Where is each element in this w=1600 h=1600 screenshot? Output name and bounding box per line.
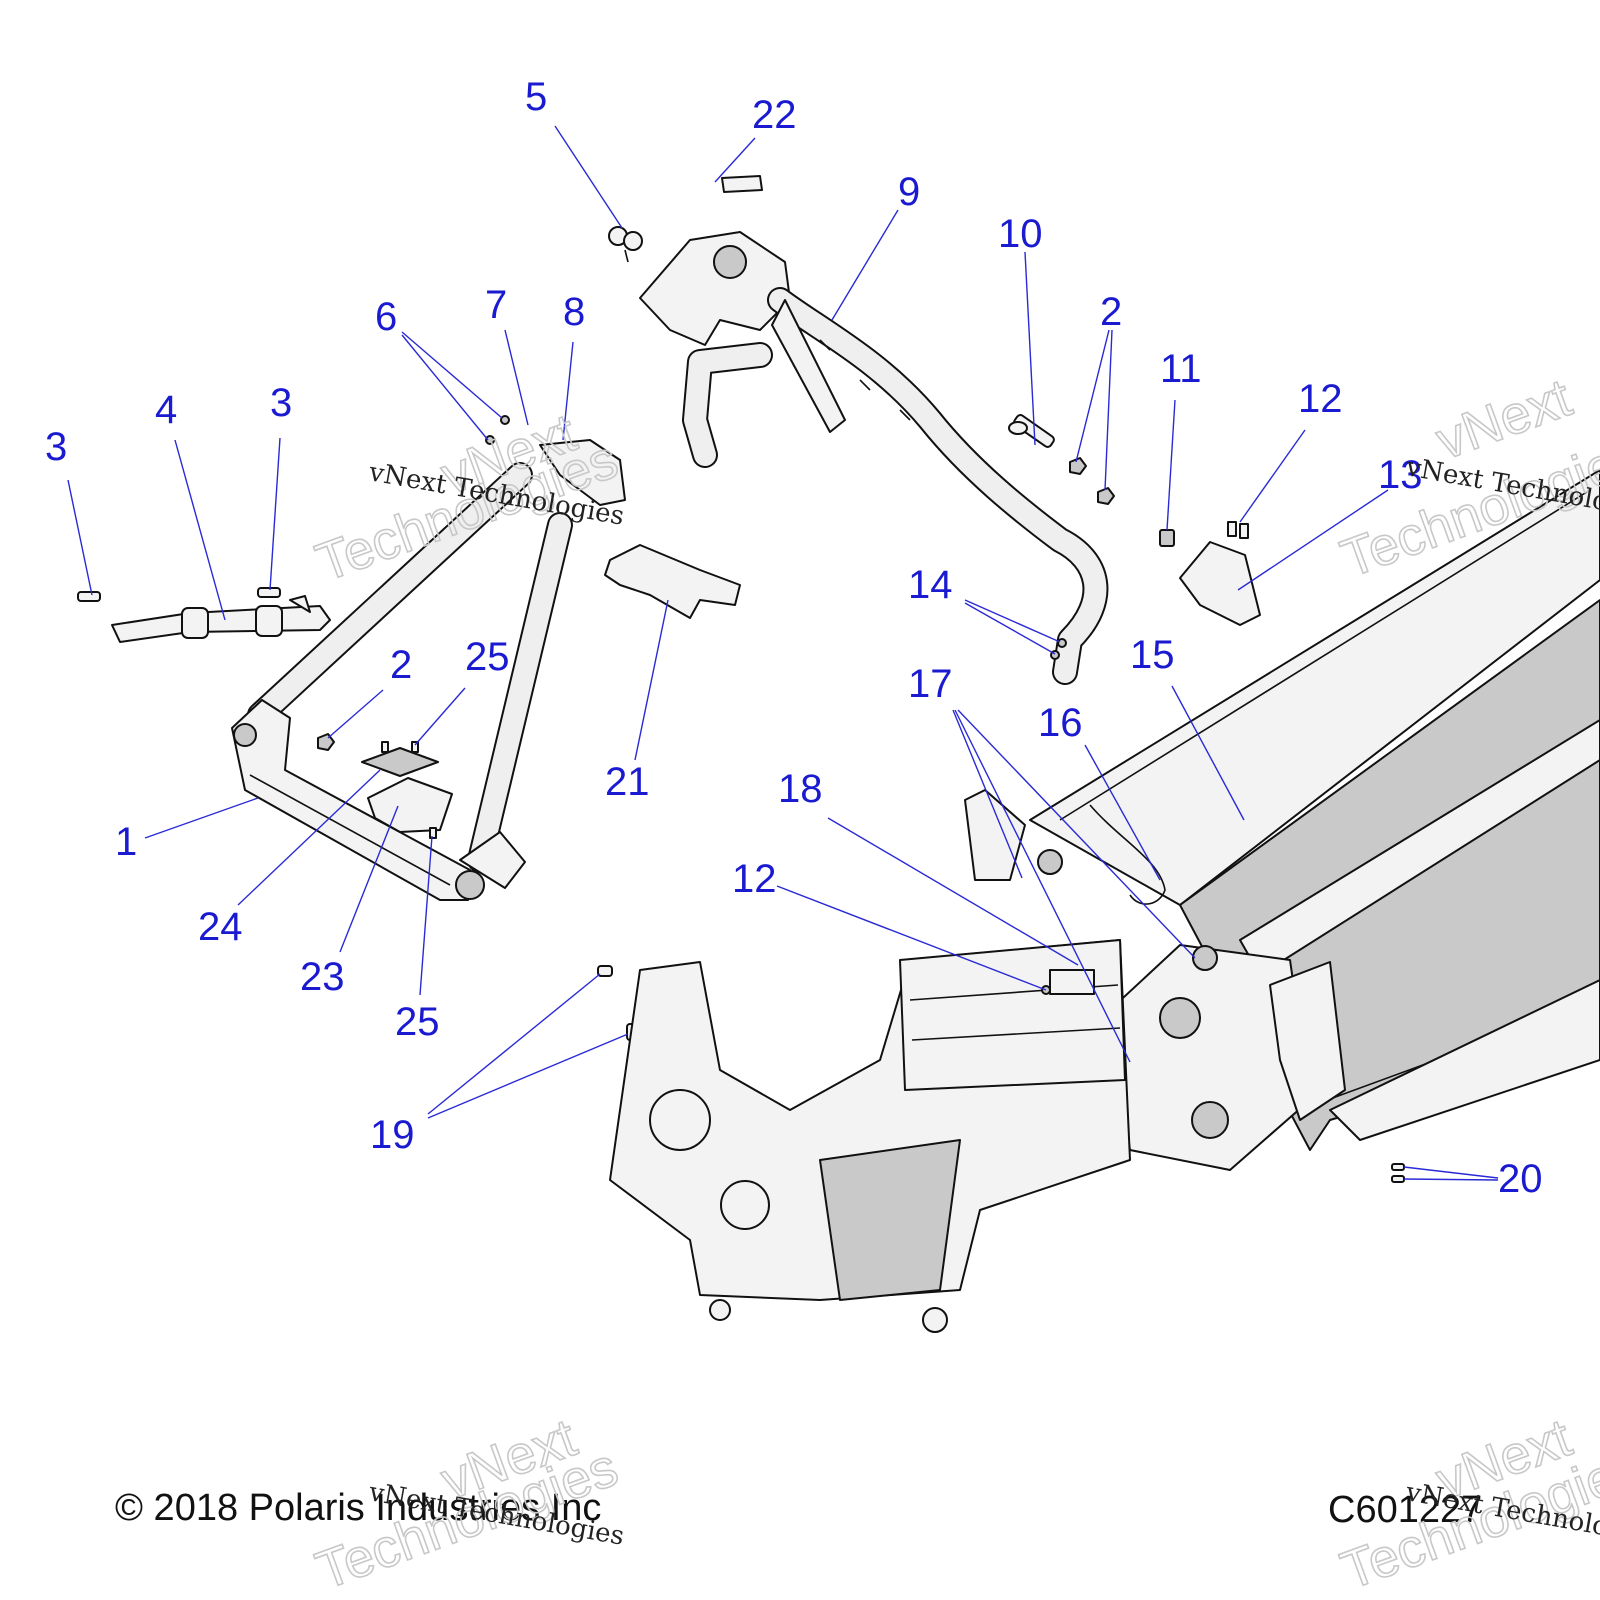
callout-1: 1 xyxy=(115,820,137,864)
callout-9: 9 xyxy=(898,170,920,214)
leader-16 xyxy=(1084,744,1161,881)
callout-8: 8 xyxy=(563,290,585,334)
callout-16: 16 xyxy=(1038,701,1083,745)
part-9-upper-frame xyxy=(639,231,1109,685)
leader-20-b xyxy=(1403,1178,1499,1181)
callout-13: 13 xyxy=(1378,453,1423,497)
callout-17: 17 xyxy=(908,662,953,706)
callout-15: 15 xyxy=(1130,633,1175,677)
leader-1 xyxy=(144,797,259,839)
callout-22: 22 xyxy=(752,93,797,137)
leader-5 xyxy=(554,125,623,229)
part-25-bolts xyxy=(381,741,437,839)
leader-9 xyxy=(831,209,899,321)
part-21-bracket xyxy=(604,544,741,619)
part-20-rivets xyxy=(1391,1163,1405,1183)
callout-21: 21 xyxy=(605,760,650,804)
leader-2-right-b xyxy=(1104,329,1113,491)
callout-12-lower: 12 xyxy=(732,857,777,901)
callout-19: 19 xyxy=(370,1113,415,1157)
leader-10 xyxy=(1024,251,1036,446)
leader-12-lower xyxy=(776,885,1047,991)
copyright-text: © 2018 Polaris Industries Inc xyxy=(115,1487,601,1529)
leader-24 xyxy=(237,769,381,906)
leader-4 xyxy=(174,439,226,621)
part-13-cover xyxy=(1179,541,1261,626)
leader-17-c xyxy=(957,709,1196,959)
leader-22 xyxy=(714,137,756,183)
leader-8 xyxy=(562,341,574,441)
part-3-bolt-right xyxy=(257,587,281,598)
leader-17-a xyxy=(952,709,1023,879)
callout-6: 6 xyxy=(375,295,397,339)
leader-7 xyxy=(504,329,529,426)
part-1-front-frame xyxy=(231,462,573,901)
leader-3-right xyxy=(269,437,281,591)
leader-6-b xyxy=(401,334,489,441)
part-2-nut-left xyxy=(317,733,335,751)
callout-11: 11 xyxy=(1160,347,1202,391)
leader-21 xyxy=(634,599,669,761)
leader-19-a xyxy=(427,973,601,1115)
leader-23 xyxy=(339,805,399,953)
part-6-7-8-hardware xyxy=(485,415,626,506)
callout-12-top: 12 xyxy=(1298,377,1343,421)
parts-artwork xyxy=(77,175,1600,1333)
callout-20: 20 xyxy=(1498,1157,1543,1201)
leader-18 xyxy=(827,817,1079,966)
part-2-nut-a xyxy=(1069,457,1087,475)
callout-4: 4 xyxy=(155,388,177,432)
callout-2-right: 2 xyxy=(1100,290,1122,334)
leader-25-bottom xyxy=(419,835,433,996)
leader-14-b xyxy=(964,602,1056,655)
callout-25-bottom: 25 xyxy=(395,1000,440,1044)
leader-20-a xyxy=(1403,1166,1499,1179)
part-12-fasteners-top xyxy=(1227,521,1249,539)
callout-14: 14 xyxy=(908,563,953,607)
part-5-clamp xyxy=(608,226,643,263)
callout-23: 23 xyxy=(300,955,345,999)
callout-18: 18 xyxy=(778,767,823,811)
part-2-nut-b xyxy=(1097,487,1115,505)
leader-2-left xyxy=(327,689,384,739)
callout-10: 10 xyxy=(998,212,1043,256)
leader-13 xyxy=(1237,489,1389,591)
leader-17-b xyxy=(954,709,1131,1063)
footer: © 2018 Polaris Industries Inc C601227 xyxy=(115,1487,1482,1531)
leader-6-a xyxy=(401,331,503,419)
part-3-bolt-left xyxy=(77,591,101,602)
part-4-steering-arm xyxy=(111,595,331,643)
part-24-shim xyxy=(361,747,439,777)
leader-19-b xyxy=(427,1033,629,1119)
callout-2-left: 2 xyxy=(390,643,412,687)
callout-25-top: 25 xyxy=(465,635,510,679)
drawing-number: C601227 xyxy=(1328,1489,1482,1531)
leader-12-top xyxy=(1239,429,1306,523)
leader-11 xyxy=(1166,399,1176,531)
leader-lines xyxy=(67,125,1499,1181)
callout-7: 7 xyxy=(485,283,507,327)
leader-15 xyxy=(1171,685,1245,821)
part-11-clip xyxy=(1159,529,1175,547)
callout-labels: 1 2 2 3 3 4 5 6 7 8 9 10 11 12 12 13 14 … xyxy=(45,75,1543,1201)
leader-14-a xyxy=(964,599,1061,643)
leader-2-right-a xyxy=(1075,329,1110,463)
leader-25-top xyxy=(414,687,466,746)
leader-3-left xyxy=(67,479,93,596)
callout-5: 5 xyxy=(525,75,547,119)
callout-24: 24 xyxy=(198,905,243,949)
part-22-decal xyxy=(721,175,763,193)
callout-3-right: 3 xyxy=(270,381,292,425)
main-chassis xyxy=(609,469,1600,1333)
callout-3-left: 3 xyxy=(45,425,67,469)
part-10-bolt xyxy=(1008,414,1055,448)
part-23-mount xyxy=(367,777,453,833)
